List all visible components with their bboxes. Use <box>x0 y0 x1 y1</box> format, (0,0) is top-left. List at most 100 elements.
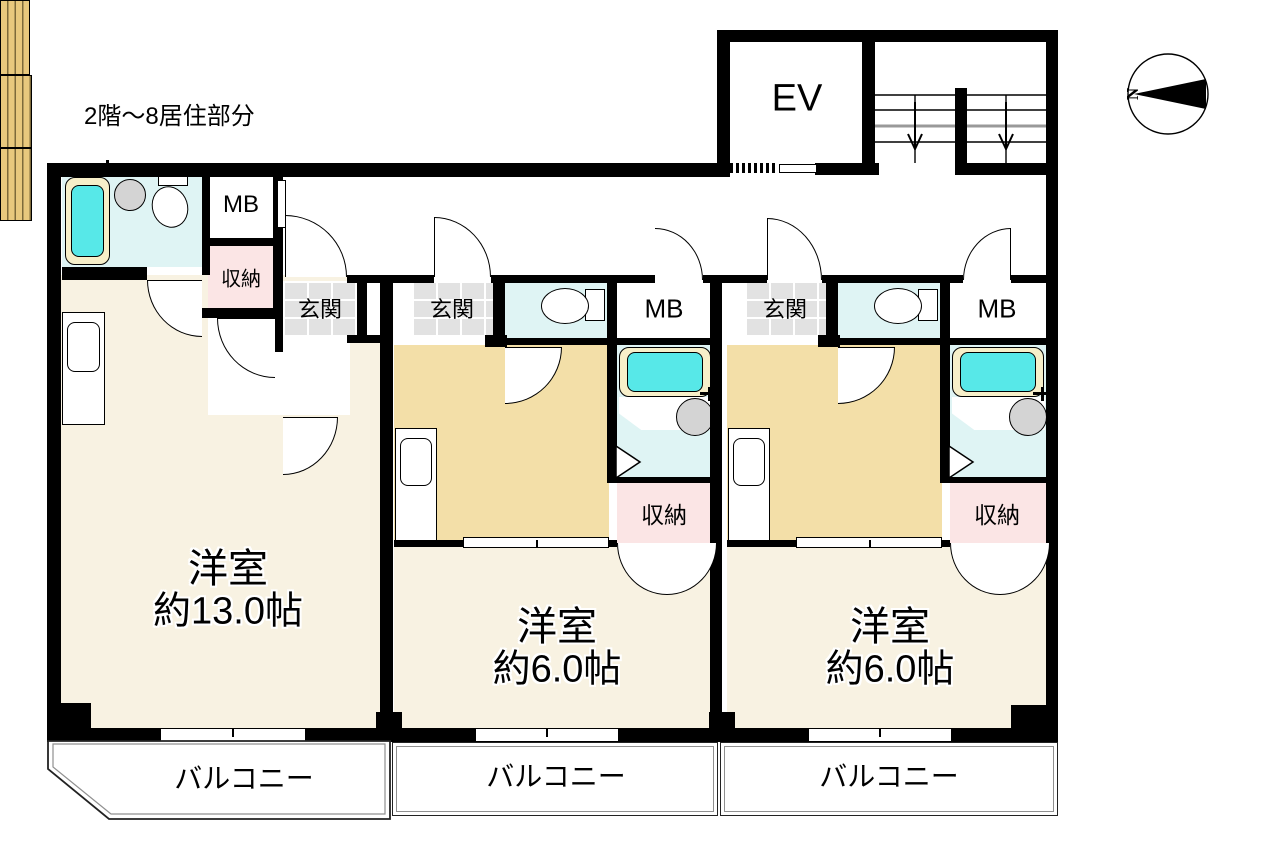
wall <box>717 30 1058 42</box>
wall <box>491 275 655 283</box>
washbasin-icon <box>114 179 146 211</box>
faucet-icon <box>1041 387 1044 401</box>
unit-middle-storage <box>617 483 712 543</box>
wall <box>607 477 712 483</box>
entrance-label-middle: 玄関 <box>429 297 475 322</box>
wall <box>493 281 505 338</box>
wall <box>703 275 767 283</box>
bathtub-water <box>627 352 703 392</box>
wall <box>950 338 1046 345</box>
bath-door-icon <box>948 445 975 480</box>
wall <box>505 338 607 345</box>
unit-left-entrance <box>283 281 357 335</box>
balcony-label-left: バルコニー <box>174 763 314 794</box>
wall <box>815 163 879 175</box>
room-name-right: 洋室 <box>850 605 930 649</box>
unit-right-storage <box>950 483 1046 543</box>
wall <box>202 308 283 318</box>
wall <box>838 338 940 345</box>
room-name-left: 洋室 <box>188 547 268 591</box>
toilet-bowl <box>874 288 922 324</box>
washbasin-icon <box>676 398 714 436</box>
shoe-cabinet <box>0 75 32 148</box>
balcony-label-right: バルコニー <box>819 761 959 792</box>
corner-pillar <box>48 703 91 742</box>
wall <box>380 281 393 728</box>
wall <box>485 335 507 347</box>
wall <box>955 163 1046 175</box>
storage-label-middle: 収納 <box>641 502 687 528</box>
kitchen-sink <box>67 322 100 372</box>
toilet-bowl <box>541 288 589 324</box>
shoe-cabinet <box>0 148 32 221</box>
entry-door-right <box>767 218 822 280</box>
wall <box>208 238 273 246</box>
wall <box>826 281 838 338</box>
elevator-door <box>730 163 777 173</box>
room-size-left: 約13.0帖 <box>153 590 303 633</box>
door-leaf <box>277 180 286 228</box>
window-tick <box>546 728 548 737</box>
wall <box>394 540 465 547</box>
entrance-label-right: 玄関 <box>762 297 808 322</box>
washbasin-icon <box>1009 398 1047 436</box>
unit-middle-entrance <box>412 281 493 335</box>
faucet-icon <box>708 387 711 401</box>
room-size-right: 約6.0帖 <box>825 648 955 691</box>
balcony-middle <box>392 742 718 816</box>
balcony-left <box>47 740 391 820</box>
wall <box>862 42 875 175</box>
wall <box>273 163 283 352</box>
compass-north-label: N <box>1123 87 1142 101</box>
mb-label-left: MB <box>223 191 259 218</box>
wall <box>347 275 434 283</box>
wall <box>357 281 367 335</box>
wall <box>940 281 950 478</box>
shoe-cabinet <box>0 0 30 75</box>
balcony-label-middle: バルコニー <box>486 761 626 792</box>
plan-title: 2階〜8居住部分 <box>84 103 255 130</box>
wall <box>940 477 1046 483</box>
corner-pillar <box>1011 705 1058 742</box>
mb-label-right: MB <box>977 293 1017 324</box>
bathtub-water <box>960 352 1036 392</box>
entry-door-left <box>285 215 347 277</box>
unit-left-hall-2 <box>283 335 350 415</box>
wall <box>347 335 392 343</box>
wall <box>818 335 840 347</box>
entry-door-middle <box>434 217 491 277</box>
elevator-label: EV <box>771 77 823 120</box>
balcony-right <box>720 742 1058 816</box>
wall <box>607 281 617 478</box>
stair-opening <box>879 164 955 174</box>
corner-pillar <box>709 712 735 742</box>
meter-box-door <box>655 228 703 280</box>
unit-right-entrance <box>745 281 826 335</box>
meter-box-door <box>963 228 1011 280</box>
room-size-middle: 約6.0帖 <box>492 648 622 691</box>
corner-pillar <box>376 712 402 742</box>
wall <box>202 163 210 275</box>
compass-icon <box>1127 53 1209 135</box>
unit-left-storage <box>208 245 273 308</box>
wall <box>940 540 950 547</box>
stairs-icon <box>875 88 1046 163</box>
wall <box>1046 30 1058 742</box>
kitchen-sink <box>733 438 765 486</box>
wall <box>47 163 61 742</box>
corridor-pocket <box>367 281 381 337</box>
partition-tick <box>869 540 871 548</box>
balcony-rail <box>396 746 714 812</box>
wall <box>617 338 712 345</box>
room-name-middle: 洋室 <box>517 605 597 649</box>
storage-label-left: 収納 <box>221 268 261 291</box>
wall <box>717 30 730 175</box>
partition-tick <box>536 540 538 548</box>
bathtub-water <box>71 185 104 257</box>
wall <box>607 540 617 547</box>
balcony-rail <box>724 746 1054 812</box>
door-leaf <box>779 164 817 173</box>
wall <box>710 281 722 728</box>
bath-door-icon <box>615 445 642 480</box>
